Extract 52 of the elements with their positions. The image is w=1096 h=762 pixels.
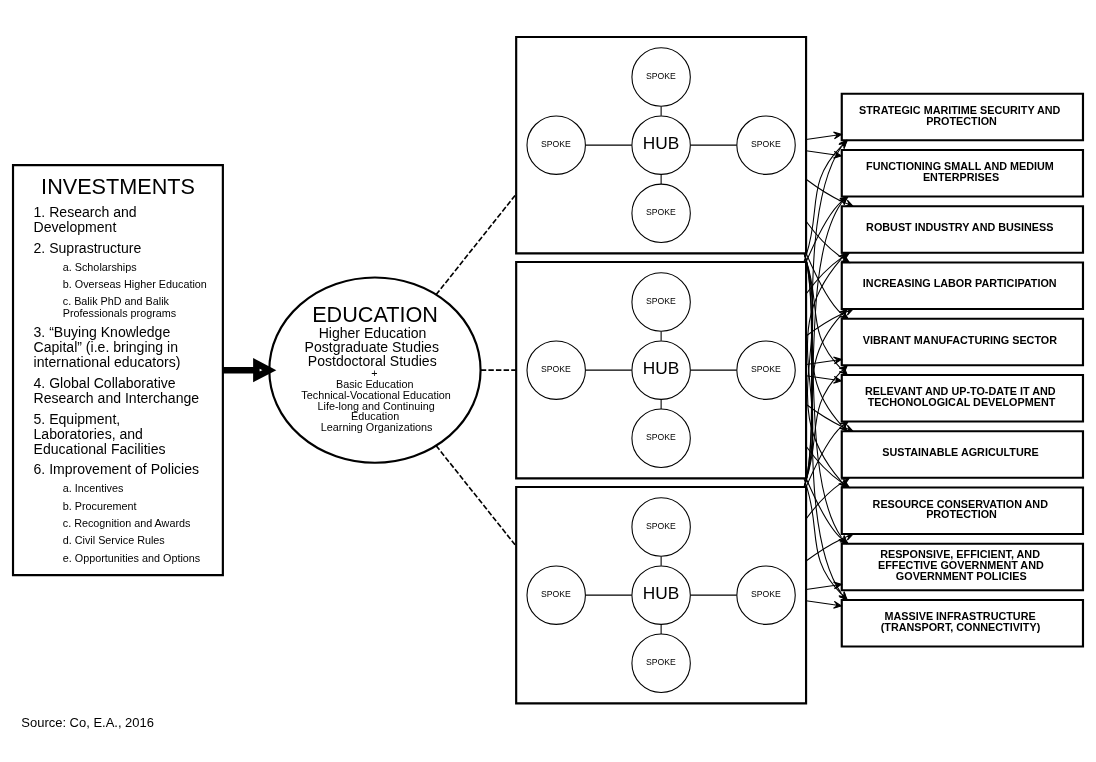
node-box: INCREASING LABOR PARTICIPATION: [840, 260, 1085, 310]
arrow: [805, 599, 842, 609]
node-ellipse: EDUCATION Higher Education Postgraduate Studies Postdoctoral Studies + Basic Education Technical-Vocational Education Life-long and Continuing Education Learning Organizations: [268, 275, 482, 464]
node-circle: HUB: [631, 339, 691, 400]
node-box: RESOURCE CONSERVATION AND PROTECTION: [840, 485, 1085, 535]
node-circle: SPOKE: [631, 408, 691, 468]
cluster: [515, 485, 808, 704]
connector: [690, 369, 738, 371]
node-box: STRATEGIC MARITIME SECURITY AND PROTECTION: [840, 92, 1085, 141]
connector: [435, 444, 517, 547]
node-circle: SPOKE: [736, 114, 796, 175]
arrow: [805, 131, 842, 140]
connector: [435, 192, 517, 295]
connector: [660, 623, 662, 635]
node-circle: HUB: [631, 564, 691, 625]
connector: [585, 144, 633, 146]
node-circle: SPOKE: [526, 114, 586, 175]
connector: [585, 369, 633, 371]
connector: [660, 330, 662, 341]
connector: [690, 594, 738, 596]
connector: [479, 368, 517, 371]
node-circle: HUB: [631, 114, 691, 175]
caption: Source: Co, E.A., 2016: [21, 714, 154, 730]
node-circle: SPOKE: [631, 271, 691, 332]
node-circle: SPOKE: [736, 339, 796, 400]
node-box: SUSTAINABLE AGRICULTURE: [840, 429, 1085, 479]
node-box: RELEVANT AND UP-TO-DATE IT AND TECHONOLOGICAL DEVELOPMENT: [840, 373, 1085, 423]
node-box: INVESTMENTS 1. Research and Development 2. Suprastructure a. Scholarships b. Overseas Higher Education c. Balik PhD and Balik Professionals programs 3. “Buying Knowledge Capital” (i.e. bringing in international educators) 4. Global Collaborative Research and Interchange 5. Equipment, Laboratories, and Educational Facilities 6. Improvement of Policies a. Incentives b. Procurement c. Recognition and Awards d. Civil Service Rules e. Opportunities and Options: [11, 163, 224, 576]
node-box: VIBRANT MANUFACTURING SECTOR: [840, 317, 1085, 366]
node-circle: SPOKE: [526, 339, 586, 400]
node-box: ROBUST INDUSTRY AND BUSINESS: [840, 204, 1085, 254]
connector: [660, 173, 662, 185]
connector: [690, 144, 738, 146]
connector: [660, 555, 662, 566]
arrow: [805, 374, 842, 384]
node-box: RESPONSIVE, EFFICIENT, AND EFFECTIVE GOVERNMENT AND GOVERNMENT POLICIES: [840, 542, 1085, 591]
connector: [660, 105, 662, 116]
cluster: [515, 260, 808, 479]
arrow: [223, 357, 277, 382]
node-circle: SPOKE: [631, 633, 691, 693]
node-circle: SPOKE: [631, 496, 691, 557]
connector: [585, 594, 633, 596]
node-circle: SPOKE: [526, 564, 586, 625]
node-box: MASSIVE INFRASTRUCTURE (TRANSPORT, CONNECTIVITY): [840, 598, 1085, 648]
node-box: FUNCTIONING SMALL AND MEDIUM ENTERPRISES: [840, 148, 1085, 198]
cluster: [515, 35, 808, 254]
node-circle: SPOKE: [631, 46, 691, 107]
node-circle: SPOKE: [736, 564, 796, 625]
connector: [660, 398, 662, 410]
node-circle: SPOKE: [631, 183, 691, 243]
arrow: [805, 356, 842, 365]
arrow: [805, 581, 842, 590]
